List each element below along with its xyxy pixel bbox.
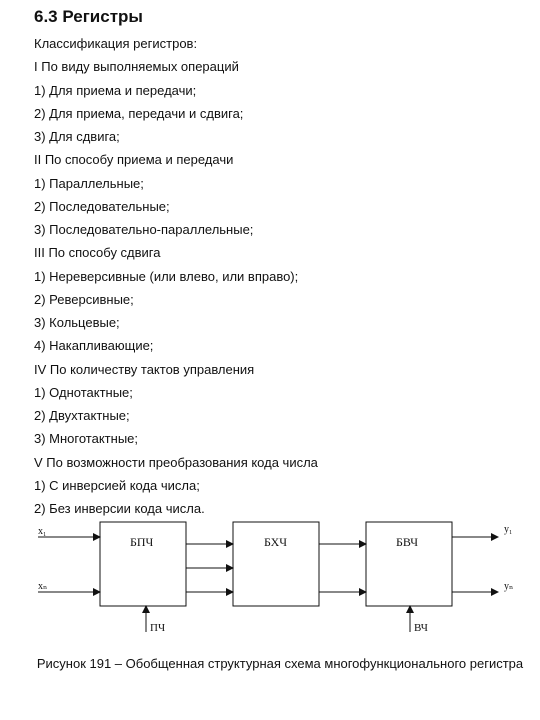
list-line: I По виду выполняемых операций [34, 59, 239, 75]
output-yn-label: yₙ [504, 581, 513, 592]
input-x1-label: x₁ [38, 526, 47, 537]
list-line: III По способу сдвига [34, 245, 161, 261]
list-line: V По возможности преобразования кода чис… [34, 454, 318, 470]
list-line: 2) Без инверсии кода числа. [34, 501, 205, 516]
list-line: 1) С инверсией кода числа; [34, 477, 200, 493]
list-line: 2) Реверсивные; [34, 291, 134, 307]
list-line: 1) Параллельные; [34, 175, 144, 191]
list-line: 2) Двухтактные; [34, 408, 130, 423]
list-line: 1) Для приема и передачи; [34, 82, 197, 98]
section-heading: 6.3 Регистры [34, 7, 143, 26]
register-block-diagram: БПЧ БХЧ БВЧ x₁ xₙ y₁ yₙ ПЧ ВЧ [38, 521, 513, 634]
list-line: Классификация регистров: [34, 36, 198, 51]
block-bpch-label: БПЧ [130, 535, 154, 549]
control-pch-label: ПЧ [150, 622, 165, 634]
figure-caption: Рисунок 191 – Обобщенная структурная схе… [36, 656, 524, 671]
list-line: 4) Накапливающие; [34, 338, 154, 354]
list-line: IV По количеству тактов управления [34, 361, 255, 377]
list-line: 3) Кольцевые; [34, 315, 120, 330]
block-bvch-label: БВЧ [396, 535, 418, 549]
list-line: 1) Однотактные; [34, 384, 133, 400]
list-line: 3) Последовательно-параллельные; [34, 222, 254, 237]
output-y1-label: y₁ [504, 524, 513, 535]
list-line: 2) Последовательные; [34, 198, 170, 214]
classification-list: Классификация регистров: I По виду выпол… [34, 32, 318, 520]
list-line: II По способу приема и передачи [34, 152, 234, 168]
input-xn-label: xₙ [38, 581, 47, 592]
list-line: 1) Нереверсивные (или влево, или вправо)… [34, 268, 299, 284]
control-vch-label: ВЧ [414, 622, 428, 634]
list-line: 2) Для приема, передачи и сдвига; [34, 105, 244, 121]
block-bhch-label: БХЧ [264, 535, 287, 549]
list-line: 3) Для сдвига; [34, 129, 120, 144]
list-line: 3) Многотактные; [34, 431, 138, 447]
